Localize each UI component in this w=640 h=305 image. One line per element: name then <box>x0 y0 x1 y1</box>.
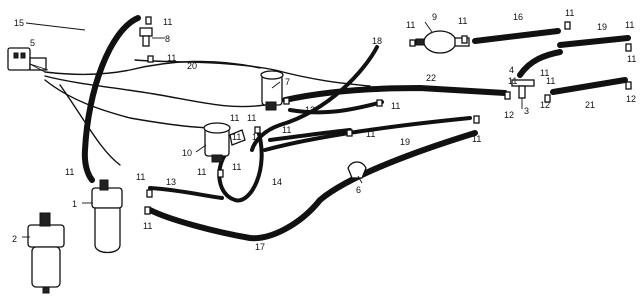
callout-11: 11 <box>232 132 241 142</box>
clip-12-b <box>504 91 511 100</box>
hose-17 <box>147 130 478 242</box>
callout-11: 11 <box>282 125 291 135</box>
callout-11: 11 <box>472 134 481 144</box>
callout-7: 7 <box>285 77 290 87</box>
hose-16 <box>472 28 561 44</box>
hose-19-lower <box>263 116 472 152</box>
filter-9 <box>415 30 470 54</box>
clip-11-m <box>254 126 261 134</box>
clip-11-a <box>145 16 152 25</box>
callout-11: 11 <box>163 17 172 27</box>
callout-11: 11 <box>167 53 176 63</box>
clip-11-b <box>147 55 154 63</box>
callout-12: 12 <box>305 105 315 115</box>
fuel-filter-1 <box>91 179 123 254</box>
hose-15 <box>81 15 141 183</box>
callout-11: 11 <box>406 20 415 30</box>
callout-21: 21 <box>585 100 595 110</box>
connector-5 <box>7 47 49 71</box>
clip-11-h <box>473 115 480 124</box>
solenoid-valve-10 <box>203 122 246 163</box>
callout-11: 11 <box>458 16 467 26</box>
wire-harness-20a <box>44 60 261 76</box>
clip-12-a <box>283 97 290 105</box>
callout-11: 11 <box>546 76 555 86</box>
callout-15: 15 <box>14 18 24 28</box>
wire-harness-20c <box>44 79 216 129</box>
callout-19: 19 <box>400 137 410 147</box>
hose-4 <box>517 49 563 78</box>
hose-misc-2 <box>268 128 352 142</box>
callout-11: 11 <box>627 54 636 64</box>
callout-18: 18 <box>372 36 382 46</box>
wire-harness-20e <box>134 59 371 87</box>
pump-2 <box>27 212 65 294</box>
clip-11-k <box>144 206 151 215</box>
callout-11: 11 <box>65 167 74 177</box>
callout-3: 3 <box>524 106 529 116</box>
callout-10: 10 <box>182 148 192 158</box>
callout-5: 5 <box>30 38 35 48</box>
clip-11-i <box>346 129 353 137</box>
clip-set <box>144 16 632 215</box>
callout-11: 11 <box>366 129 375 139</box>
callout-11: 11 <box>230 113 239 123</box>
clip-11-e <box>564 21 571 30</box>
callout-12: 12 <box>626 94 636 104</box>
callout-11: 11 <box>232 162 241 172</box>
callout-11: 11 <box>252 132 261 142</box>
callout-9: 9 <box>432 12 437 22</box>
callout-11: 11 <box>508 76 517 86</box>
callout-11: 11 <box>247 113 256 123</box>
solenoid-valve-7 <box>260 70 284 111</box>
callout-17: 17 <box>255 242 265 252</box>
callout-11: 11 <box>197 167 206 177</box>
callout-22: 22 <box>426 73 436 83</box>
callout-20: 20 <box>187 61 197 71</box>
callout-labels: 15 11 8 11 20 5 7 12 18 11 9 11 16 11 19… <box>12 8 636 252</box>
callout-12: 12 <box>540 100 550 110</box>
callout-13: 13 <box>166 177 176 187</box>
callout-6: 6 <box>356 185 361 195</box>
clip-11-j <box>146 189 153 198</box>
clip-12-c <box>544 94 551 103</box>
clip-11-l <box>217 169 224 178</box>
hose-22 <box>282 85 508 103</box>
hose-13 <box>148 186 224 200</box>
clip-11-d <box>461 35 468 44</box>
wire-harness-20d <box>59 84 121 166</box>
hose-21 <box>550 77 628 95</box>
callout-11: 11 <box>136 172 145 182</box>
callout-4: 4 <box>509 65 514 75</box>
clip-12-d <box>625 81 632 90</box>
callout-12: 12 <box>504 110 514 120</box>
callout-11: 11 <box>143 221 152 231</box>
wire-harness-20b <box>44 75 266 108</box>
callout-19: 19 <box>597 22 607 32</box>
callout-11: 11 <box>625 20 634 30</box>
callout-14: 14 <box>272 177 282 187</box>
valve-8 <box>139 27 153 47</box>
clip-11-g <box>376 99 383 107</box>
callout-1: 1 <box>72 199 77 209</box>
leader-lines <box>22 21 523 238</box>
hose-misc-1 <box>288 100 384 115</box>
clamp-6 <box>347 161 367 179</box>
callout-11: 11 <box>565 8 574 18</box>
callout-11: 11 <box>540 68 549 78</box>
callout-8: 8 <box>165 34 170 44</box>
clip-11-c <box>409 39 416 47</box>
callout-16: 16 <box>513 12 523 22</box>
clip-11-f <box>625 43 632 52</box>
callout-11: 11 <box>391 101 400 111</box>
hose-19-upper <box>557 35 631 48</box>
callout-2: 2 <box>12 234 17 244</box>
